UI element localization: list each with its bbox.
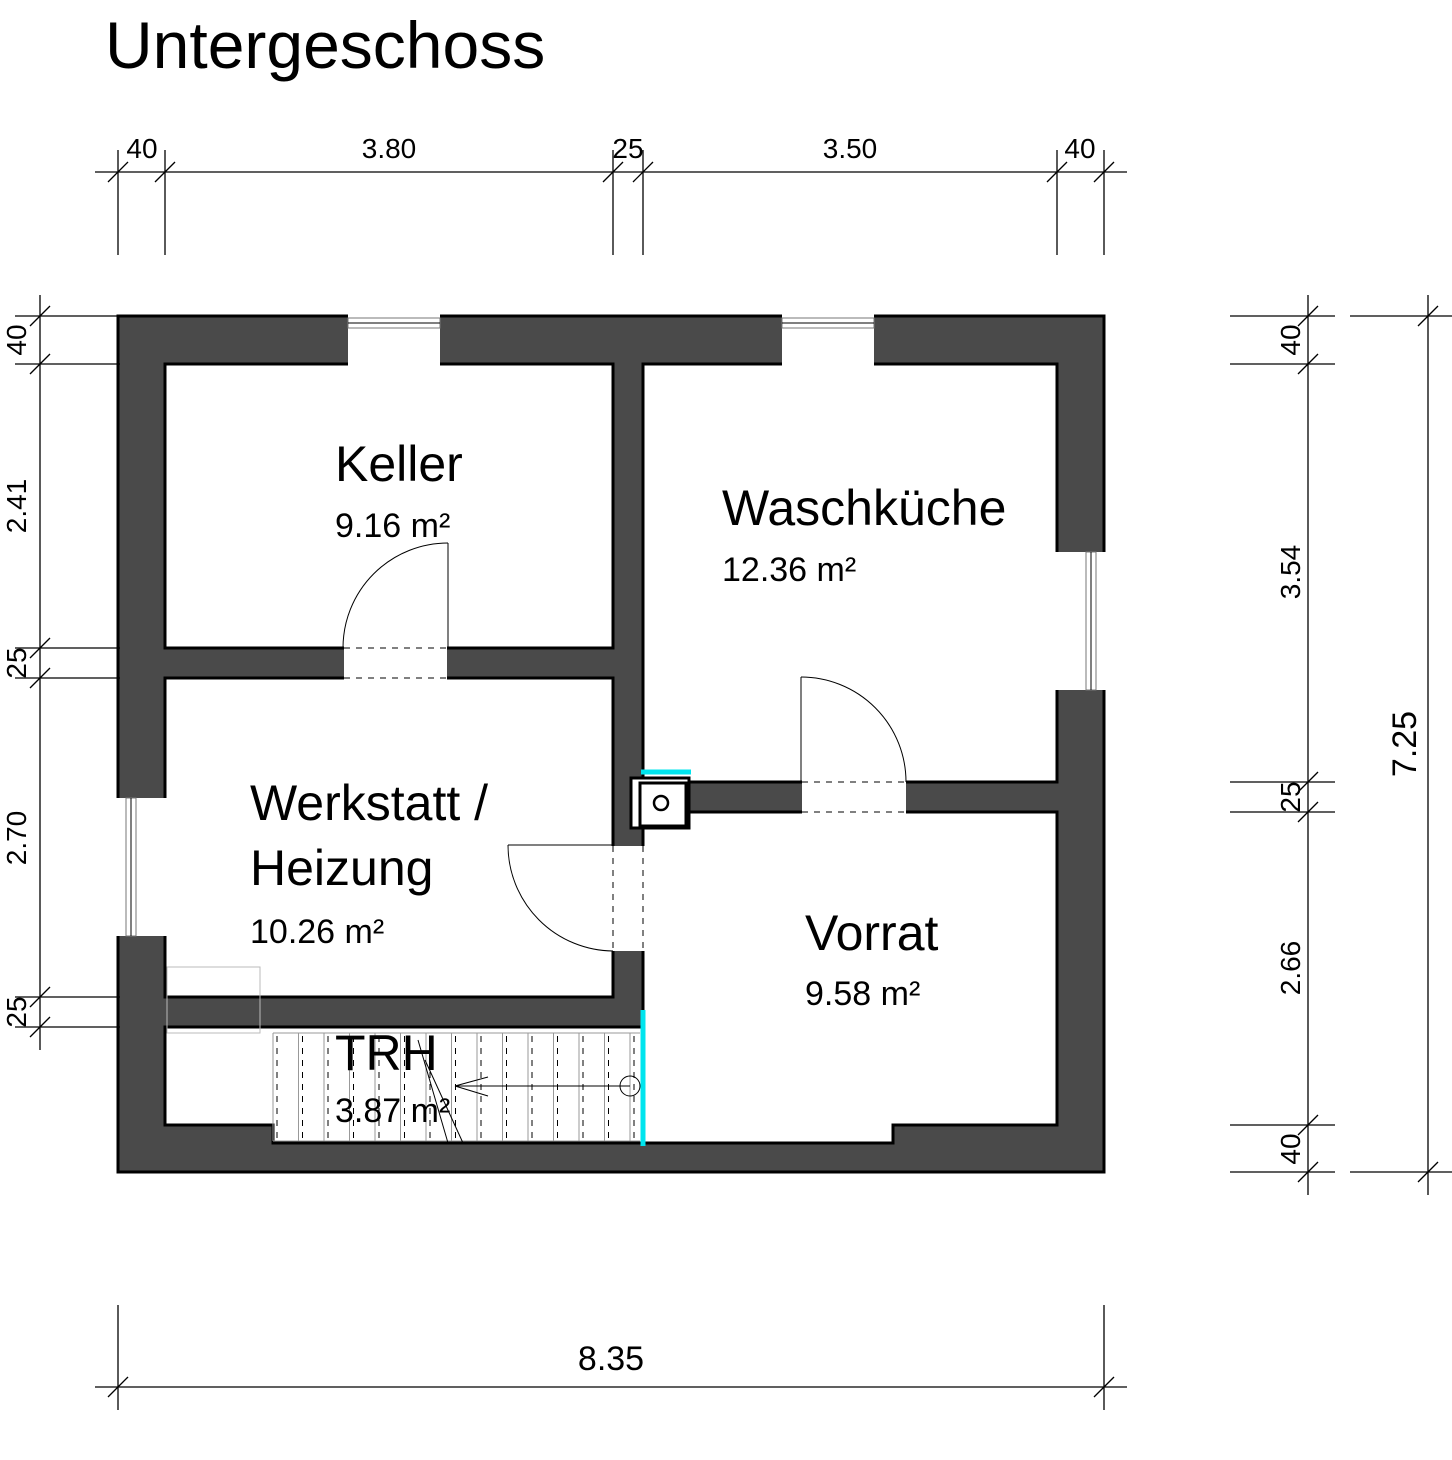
chimney <box>629 776 691 830</box>
plan-title: Untergeschoss <box>105 8 545 82</box>
dim-top-0: 40 <box>126 133 157 164</box>
dim-left-4: 25 <box>1 996 32 1027</box>
dim-right-3: 2.66 <box>1275 941 1306 996</box>
dimension-tick <box>1297 305 1319 327</box>
stair-arrow <box>454 1085 489 1097</box>
dimension-tick <box>29 305 51 327</box>
dimension-tick <box>29 353 51 375</box>
dimension-right: 40 3.54 25 2.66 40 7.25 <box>1230 295 1452 1195</box>
stair-break-line <box>417 1039 449 1144</box>
window-right <box>1055 551 1106 691</box>
dimension-tick <box>29 1016 51 1038</box>
dimension-tick <box>29 667 51 689</box>
stair-break-line <box>424 1059 464 1144</box>
room-name-trh: TRH <box>335 1025 438 1081</box>
dimension-tick <box>1093 161 1115 183</box>
stair-arrow <box>454 1076 489 1087</box>
dim-left-0: 40 <box>1 324 32 355</box>
doors <box>342 542 907 952</box>
dimension-tick <box>1046 161 1068 183</box>
window-top-right <box>781 314 875 366</box>
dimension-tick <box>1297 1161 1319 1183</box>
dimension-tick <box>29 637 51 659</box>
dim-right-total: 7.25 <box>1386 711 1424 777</box>
room-area-keller: 9.16 m² <box>335 507 450 545</box>
room-waschkueche <box>641 362 1059 784</box>
landing-ghost <box>166 966 261 1034</box>
dimension-tick <box>1297 801 1319 823</box>
dim-right-1: 3.54 <box>1275 545 1306 600</box>
dimension-tick <box>1093 1376 1115 1398</box>
dimension-tick <box>154 161 176 183</box>
dimension-tick <box>1417 305 1439 327</box>
staircase <box>272 1032 641 1144</box>
dim-top-4: 40 <box>1064 133 1095 164</box>
room-area-waschkueche: 12.36 m² <box>722 551 856 589</box>
dim-left-3: 2.70 <box>1 811 32 866</box>
dim-right-4: 40 <box>1275 1133 1306 1164</box>
dimension-tick <box>107 1376 129 1398</box>
dim-right-0: 40 <box>1275 324 1306 355</box>
room-name-werkstatt-2: Heizung <box>250 840 433 896</box>
dimension-tick <box>1297 771 1319 793</box>
room-area-werkstatt: 10.26 m² <box>250 913 384 951</box>
dimension-tick <box>632 161 654 183</box>
dimension-tick <box>107 161 129 183</box>
dim-top-3: 3.50 <box>823 133 878 164</box>
dimension-top: 40 3.80 25 3.50 40 <box>95 133 1127 255</box>
dim-top-1: 3.80 <box>362 133 417 164</box>
dim-right-2: 25 <box>1275 781 1306 812</box>
room-area-vorrat: 9.58 m² <box>805 975 920 1013</box>
dimension-tick <box>1297 1114 1319 1136</box>
dim-left-1: 2.41 <box>1 479 32 534</box>
dim-bottom-total: 8.35 <box>578 1340 644 1378</box>
dimension-bottom: 8.35 <box>95 1305 1127 1410</box>
dimension-left: 40 2.41 25 2.70 25 <box>1 295 120 1050</box>
dimension-tick <box>29 986 51 1008</box>
room-keller <box>163 362 615 650</box>
stair-start-circle <box>619 1075 641 1097</box>
room-name-vorrat: Vorrat <box>805 905 939 961</box>
room-area-trh: 3.87 m² <box>335 1092 450 1130</box>
room-name-waschkueche: Waschküche <box>722 480 1006 536</box>
dim-left-2: 25 <box>1 647 32 678</box>
room-vorrat-trh <box>163 810 1059 1145</box>
window-top-left <box>347 314 441 366</box>
dimension-tick <box>602 161 624 183</box>
window-left <box>116 797 167 937</box>
dimension-tick <box>1297 353 1319 375</box>
dimension-tick <box>1417 1161 1439 1183</box>
walls <box>116 314 1106 1174</box>
dim-top-2: 25 <box>612 133 643 164</box>
room-werkstatt <box>163 676 615 999</box>
room-name-keller: Keller <box>335 436 463 492</box>
room-name-werkstatt-1: Werkstatt / <box>250 775 488 831</box>
